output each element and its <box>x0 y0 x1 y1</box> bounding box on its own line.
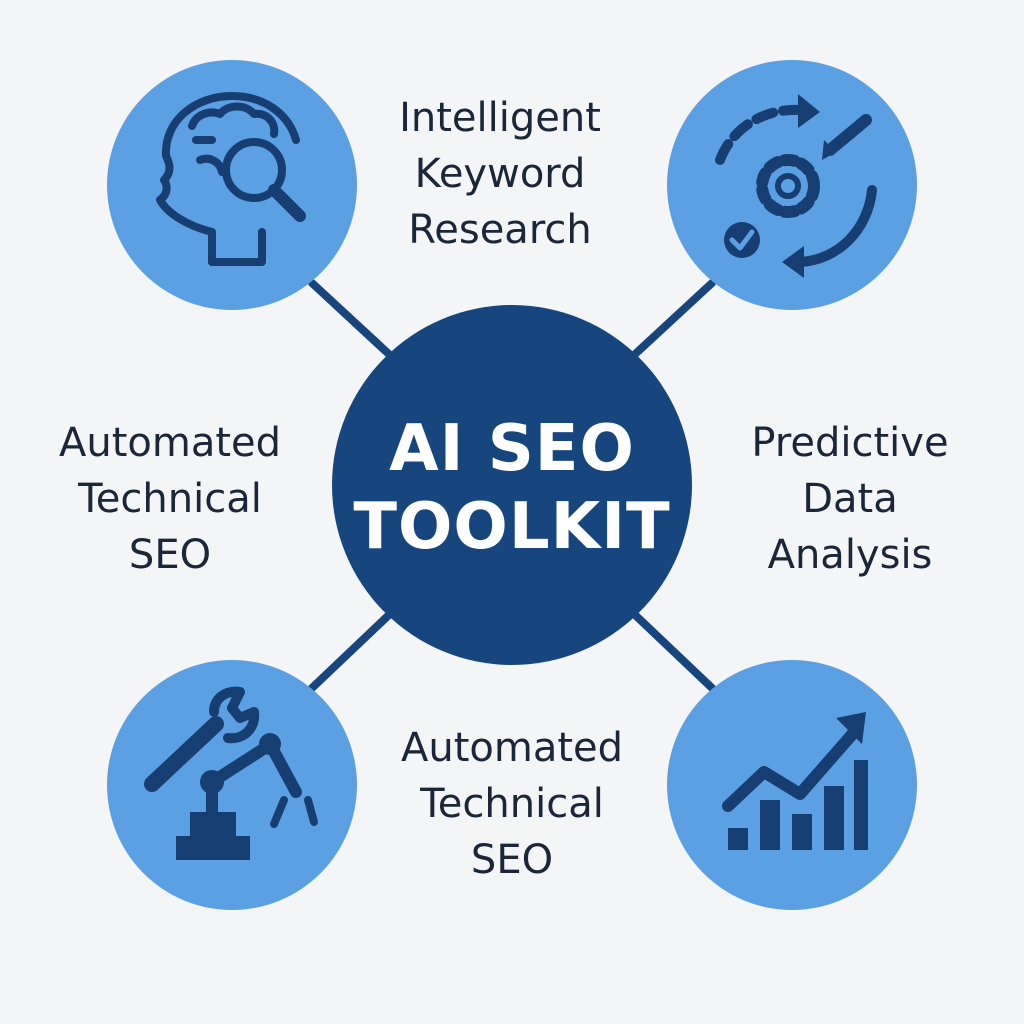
label-top-line-1: Intelligent <box>399 95 601 141</box>
label-bottom-line-1: Automated <box>400 725 624 771</box>
label-top-line-3: Research <box>408 207 592 253</box>
connector-bottom-right <box>628 608 716 692</box>
label-right-line-3: Analysis <box>767 532 933 578</box>
connector-top-left <box>308 279 396 361</box>
label-right: Predictive Data Analysis <box>700 415 1000 583</box>
node-top-right <box>667 60 917 310</box>
center-title: AI SEO TOOLKIT <box>332 410 692 566</box>
wrench-robot-arm-icon <box>144 686 318 860</box>
label-bottom: Automated Technical SEO <box>352 720 672 888</box>
center-title-line-1: AI SEO <box>389 412 635 486</box>
label-bottom-line-2: Technical <box>420 781 604 827</box>
connector-top-right <box>628 279 716 361</box>
label-right-line-2: Data <box>802 476 898 522</box>
growth-chart-icon <box>722 712 868 850</box>
node-bottom-left <box>107 660 357 910</box>
connector-bottom-left <box>308 608 396 692</box>
label-bottom-line-3: SEO <box>470 837 554 883</box>
label-right-line-1: Predictive <box>751 420 949 466</box>
label-left-line-1: Automated <box>58 420 282 466</box>
center-title-line-2: TOOLKIT <box>353 490 671 564</box>
center-node <box>332 305 692 665</box>
label-left-line-2: Technical <box>78 476 262 522</box>
connectors <box>308 279 716 692</box>
head-magnifier-icon <box>156 92 306 266</box>
label-top-line-2: Keyword <box>414 151 586 197</box>
label-left-line-3: SEO <box>128 532 212 578</box>
cycle-gear-icon <box>715 94 877 278</box>
label-top: Intelligent Keyword Research <box>340 90 660 258</box>
label-left: Automated Technical SEO <box>20 415 320 583</box>
